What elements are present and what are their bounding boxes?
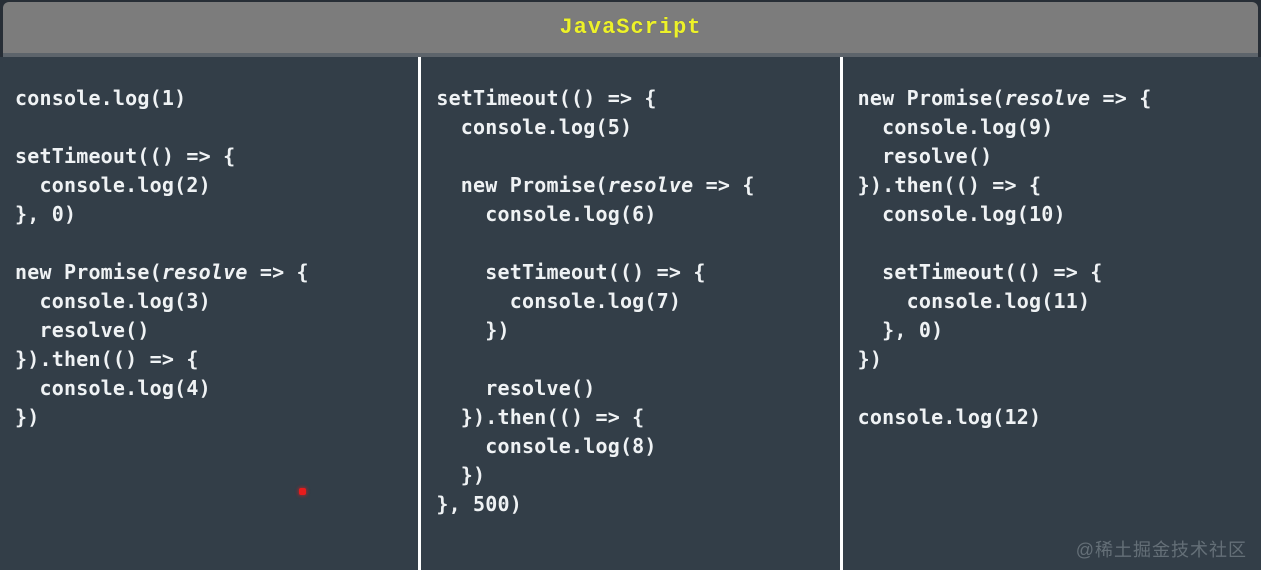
- code-line: setTimeout(() => {: [15, 144, 236, 168]
- code-line: [15, 229, 410, 258]
- code-line: console.log(4): [15, 376, 211, 400]
- code-line: }): [436, 463, 486, 487]
- code-line: console.log(1): [15, 86, 187, 110]
- code-line: new Promise(resolve => {: [857, 86, 1152, 110]
- code-line: console.log(5): [436, 115, 633, 139]
- code-line: setTimeout(() => {: [857, 260, 1103, 284]
- code-line: resolve(): [15, 318, 150, 342]
- code-line: setTimeout(() => {: [436, 86, 657, 110]
- code-panel-3: new Promise(resolve => { console.log(9) …: [839, 57, 1261, 570]
- code-panel-2: setTimeout(() => { console.log(5) new Pr…: [418, 57, 839, 570]
- code-line: resolve(): [436, 376, 596, 400]
- title-bar-band: JavaScript: [0, 0, 1261, 57]
- code-line: resolve(): [857, 144, 993, 168]
- code-line: console.log(8): [436, 434, 657, 458]
- code-panel-1: console.log(1) setTimeout(() => { consol…: [0, 57, 418, 570]
- code-line: }, 0): [857, 318, 944, 342]
- code-line: }): [436, 318, 510, 342]
- code-line: [436, 229, 831, 258]
- code-line: [436, 345, 831, 374]
- code-line: new Promise(resolve => {: [15, 260, 309, 284]
- pointer-dot: [299, 488, 306, 495]
- code-line: console.log(9): [857, 115, 1054, 139]
- page-title: JavaScript: [559, 15, 702, 40]
- code-line: console.log(2): [15, 173, 211, 197]
- code-line: [436, 142, 831, 171]
- title-bar: JavaScript: [3, 2, 1258, 57]
- code-line: }).then(() => {: [857, 173, 1042, 197]
- code-line: }): [857, 347, 883, 371]
- code-line: console.log(10): [857, 202, 1066, 226]
- code-line: }).then(() => {: [436, 405, 645, 429]
- code-line: }): [15, 405, 40, 429]
- code-line: }).then(() => {: [15, 347, 199, 371]
- code-line: console.log(11): [857, 289, 1091, 313]
- code-line: console.log(6): [436, 202, 657, 226]
- code-line: setTimeout(() => {: [436, 260, 706, 284]
- code-line: console.log(3): [15, 289, 211, 313]
- code-line: [858, 229, 1253, 258]
- code-columns: console.log(1) setTimeout(() => { consol…: [0, 57, 1261, 570]
- code-line: new Promise(resolve => {: [436, 173, 755, 197]
- code-line: }, 500): [436, 492, 523, 516]
- code-line: console.log(7): [436, 289, 682, 313]
- code-line: [858, 374, 1253, 403]
- code-line: [15, 113, 410, 142]
- code-line: console.log(12): [857, 405, 1042, 429]
- code-line: }, 0): [15, 202, 77, 226]
